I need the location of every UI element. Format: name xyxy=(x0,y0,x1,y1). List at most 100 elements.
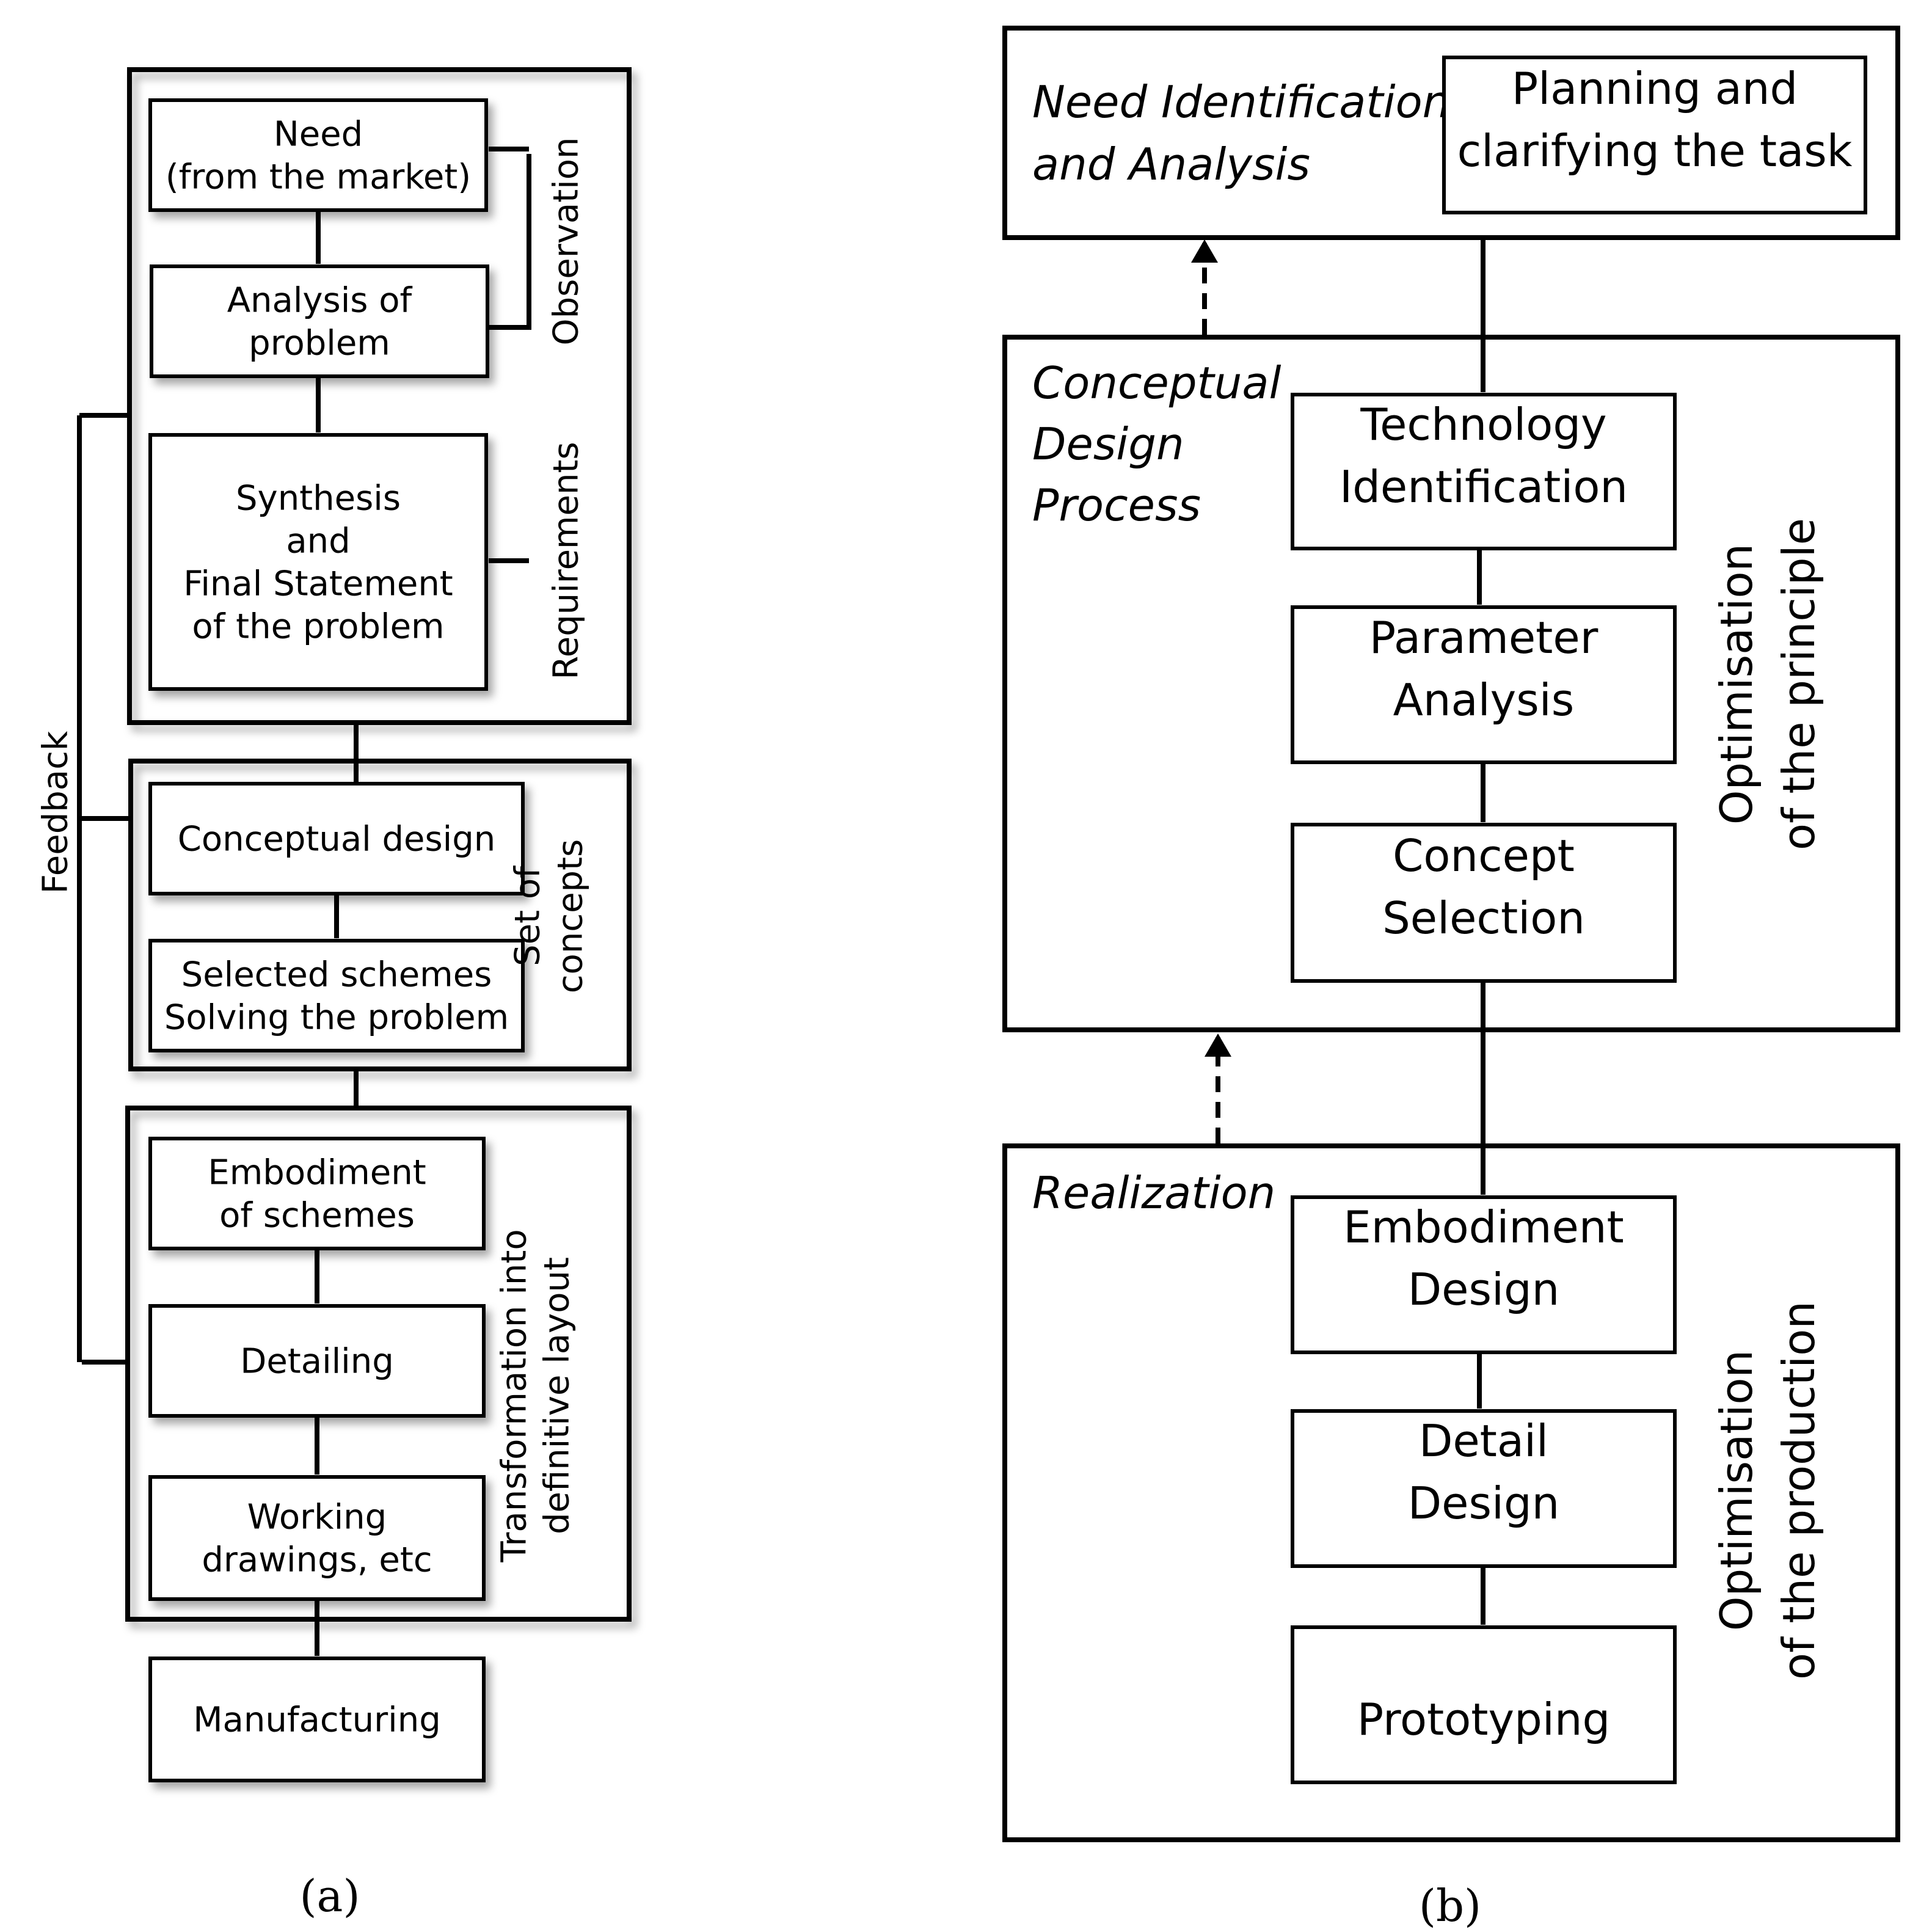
label-requirements-line: Requirements xyxy=(547,442,586,679)
frame-conceptual-design xyxy=(1002,335,1900,1032)
text-concept-selection-line: Concept xyxy=(1393,830,1575,881)
label-transformation-line: definitive layout xyxy=(538,1257,577,1534)
text-manufacturing-line: Manufacturing xyxy=(193,1701,441,1740)
text-embodiment-design-line: Design xyxy=(1408,1264,1560,1315)
box-synthesis xyxy=(148,433,488,691)
label-observation-line: Observation xyxy=(547,137,586,345)
box-concept-selection xyxy=(1291,823,1677,983)
caption-a: (a) xyxy=(299,1870,360,1922)
title-need-identification-line: Need Identification xyxy=(1032,76,1450,128)
text-detail-design-line: Design xyxy=(1408,1478,1560,1529)
text-selected-schemes-line: Solving the problem xyxy=(164,998,509,1038)
box-conceptual-design xyxy=(148,782,525,895)
observation-loop-up xyxy=(487,156,531,330)
text-embodiment-schemes-line: of schemes xyxy=(219,1196,415,1236)
label-feedback-line: Feedback xyxy=(36,731,76,894)
text-prototyping: Prototyping xyxy=(1357,1694,1610,1745)
frame-need-identification xyxy=(1002,26,1900,240)
box-parameter xyxy=(1291,605,1677,764)
text-synthesis-line: Final Statement xyxy=(183,564,453,604)
caption-a-line: (a) xyxy=(299,1870,360,1922)
box-detail-design xyxy=(1291,1409,1677,1568)
text-technology-line: Identification xyxy=(1340,461,1628,512)
title-realization-line: Realization xyxy=(1032,1167,1275,1219)
box-planning xyxy=(1442,56,1867,214)
text-concept-selection-line: Selection xyxy=(1382,892,1585,944)
text-embodiment-design-line: Embodiment xyxy=(1343,1201,1624,1253)
box-need xyxy=(148,98,488,212)
label-requirements: Requirements xyxy=(547,442,586,679)
frame-realization xyxy=(1002,1143,1900,1842)
box-embodiment-design xyxy=(1291,1195,1677,1354)
label-transformation: Transformation intodefinitive layout xyxy=(495,1229,577,1562)
text-need: Need(from the market) xyxy=(166,115,471,197)
frame-problem-definition xyxy=(127,67,632,725)
text-working-drawings-line: drawings, etc xyxy=(202,1540,432,1580)
label-optimisation-principle-line: of the principle xyxy=(1773,518,1824,850)
label-set-of-concepts-line: Set of xyxy=(508,866,548,966)
text-selected-schemes-line: Selected schemes xyxy=(181,955,492,995)
label-set-of-concepts: Set ofconcepts xyxy=(508,839,591,993)
caption-b: (b) xyxy=(1419,1880,1481,1931)
title-conceptual-line: Process xyxy=(1032,479,1201,531)
label-optimisation-production-line: Optimisation xyxy=(1711,1350,1762,1631)
title-conceptual-line: Conceptual xyxy=(1032,357,1281,409)
label-feedback: Feedback xyxy=(36,731,76,894)
text-working-drawings-line: Working xyxy=(247,1498,387,1537)
text-planning-line: Planning and xyxy=(1512,63,1798,114)
box-selected-schemes xyxy=(148,939,525,1052)
frame-concepts xyxy=(128,759,632,1071)
label-transformation-line: Transformation into xyxy=(495,1229,534,1562)
dashed-feedback-1-head xyxy=(1191,239,1218,263)
box-prototyping xyxy=(1291,1625,1677,1784)
box-technology xyxy=(1291,393,1677,550)
text-detail-design-line: Detail xyxy=(1419,1415,1548,1467)
text-detailing: Detailing xyxy=(240,1342,394,1382)
text-conceptual-design: Conceptual design xyxy=(178,820,496,859)
text-parameter-line: Analysis xyxy=(1393,674,1575,726)
title-conceptual-line: Design xyxy=(1032,418,1184,470)
caption-b-line: (b) xyxy=(1419,1880,1481,1931)
box-embodiment-schemes xyxy=(148,1137,486,1250)
label-set-of-concepts-line: concepts xyxy=(551,839,591,993)
text-parameter-line: Parameter xyxy=(1369,612,1598,663)
box-manufacturing xyxy=(148,1657,486,1782)
label-optimisation-production-line: of the production xyxy=(1773,1301,1824,1680)
box-working-drawings xyxy=(148,1475,486,1601)
text-technology-line: Technology xyxy=(1360,399,1606,450)
text-analysis-line: problem xyxy=(249,324,390,363)
dashed-feedback-2-head xyxy=(1205,1033,1231,1057)
text-need-line: Need xyxy=(274,115,363,155)
text-analysis-line: Analysis of xyxy=(227,281,413,321)
text-prototyping-line: Prototyping xyxy=(1357,1694,1610,1745)
text-detailing-line: Detailing xyxy=(240,1342,394,1382)
label-observation: Observation xyxy=(547,137,586,345)
box-detailing xyxy=(148,1304,486,1418)
text-synthesis-line: Synthesis xyxy=(236,479,401,519)
text-synthesis-line: of the problem xyxy=(192,607,444,647)
text-synthesis-line: and xyxy=(286,522,350,561)
label-optimisation-principle-line: Optimisation xyxy=(1711,544,1762,825)
text-need-line: (from the market) xyxy=(166,158,471,197)
text-embodiment-schemes-line: Embodiment xyxy=(208,1153,426,1193)
title-realization: Realization xyxy=(1032,1167,1275,1219)
text-conceptual-design-line: Conceptual design xyxy=(178,820,496,859)
text-manufacturing: Manufacturing xyxy=(193,1701,441,1740)
